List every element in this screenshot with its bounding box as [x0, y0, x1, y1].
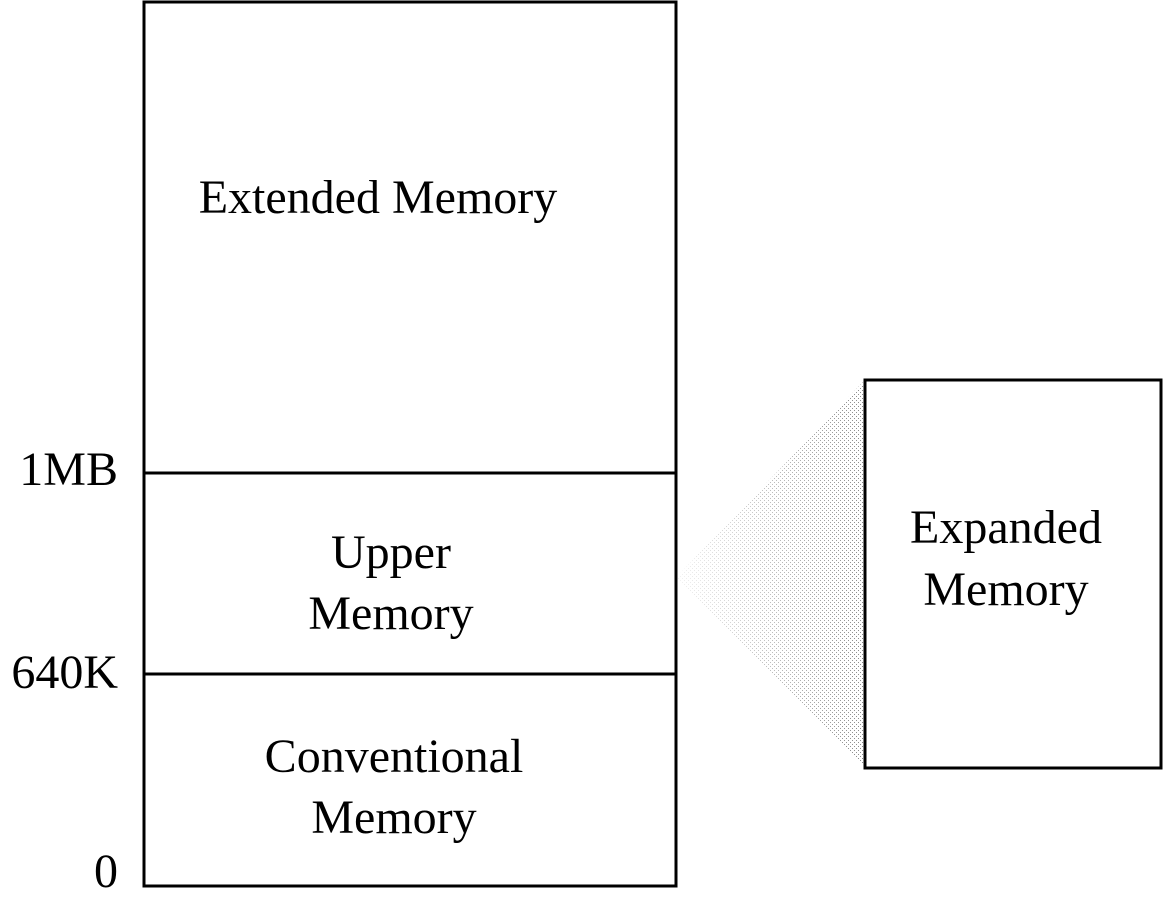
address-label-640k: 640K [11, 646, 118, 699]
expanded-memory-label-line2: Memory [923, 563, 1088, 616]
upper-memory-label-line1: Upper [331, 526, 451, 579]
extended-memory-label: Extended Memory [199, 171, 558, 224]
conventional-memory-label-line2: Memory [311, 791, 476, 844]
address-label-0: 0 [94, 845, 118, 898]
expanded-memory-box [863, 378, 1163, 770]
memory-column [142, 0, 678, 888]
conventional-memory-label-line1: Conventional [265, 730, 524, 783]
page-mapping-fade [676, 380, 865, 768]
address-label-1mb: 1MB [19, 443, 118, 496]
upper-memory-label-line2: Memory [308, 587, 473, 640]
expanded-memory-label-line1: Expanded [910, 501, 1102, 554]
